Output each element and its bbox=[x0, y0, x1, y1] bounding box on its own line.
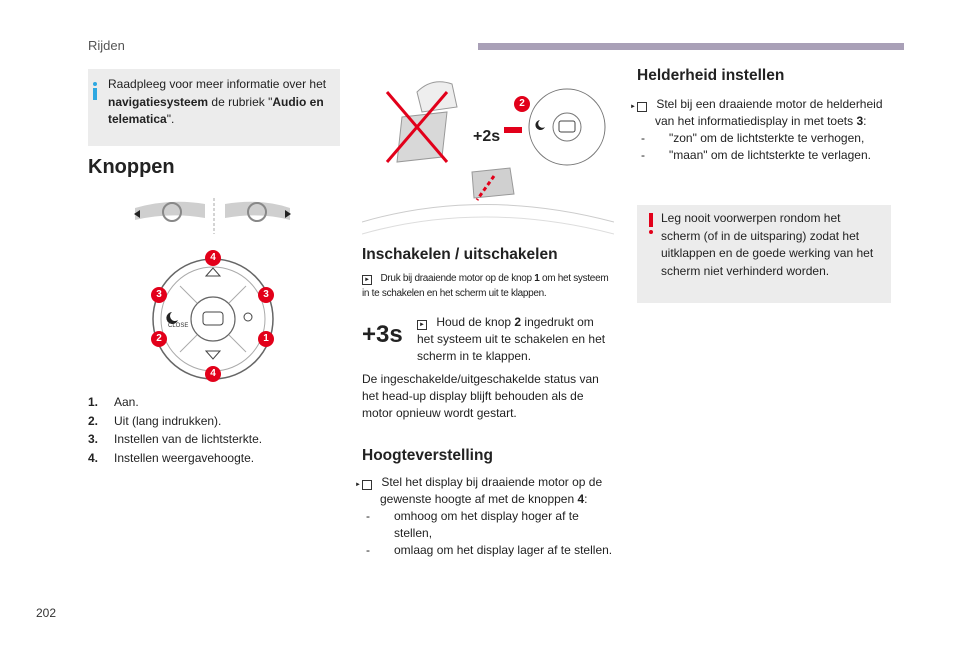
inschakelen-paragraph: De ingeschakelde/uitgeschakelde status v… bbox=[362, 372, 599, 420]
section-title-knoppen: Knoppen bbox=[88, 156, 175, 178]
button-list: 1.Aan. 2.Uit (lang indrukken). 3.Instell… bbox=[88, 393, 338, 467]
bullet-arrow-icon: ► bbox=[630, 102, 647, 112]
section-title-helderheid: Helderheid instellen bbox=[637, 67, 785, 84]
list-item: 3.Instellen van de lichtsterkte. bbox=[88, 432, 263, 447]
knob-badge-1: 1 bbox=[258, 331, 274, 347]
bullet-arrow-icon: ► bbox=[355, 480, 372, 490]
knob-badge-4-bottom: 4 bbox=[205, 366, 221, 382]
helderheid-sub-1: -"zon" om de lichtsterkte te verhogen, bbox=[641, 131, 865, 145]
info-icon bbox=[92, 82, 98, 100]
section-label: Rijden bbox=[88, 38, 125, 53]
warning-box bbox=[637, 205, 891, 303]
inschakelen-bullet-2: ► Houd de knop 2 ingedrukt om het systee… bbox=[417, 315, 606, 363]
hold-2s-label: +2s bbox=[473, 128, 501, 145]
control-knob: CLOSE bbox=[148, 254, 278, 384]
warning-text: Leg nooit voorwerpen rondom het scherm (… bbox=[661, 211, 874, 278]
knob-badge-4-top: 4 bbox=[205, 250, 221, 266]
warning-icon bbox=[648, 213, 654, 235]
page-number: 202 bbox=[36, 606, 57, 620]
info-box bbox=[88, 69, 340, 146]
steering-wheel-illustration bbox=[134, 198, 291, 234]
bullet-arrow-icon: ► bbox=[362, 275, 372, 285]
hoogte-sub-1: -omhoog om het display hoger af te stell… bbox=[366, 509, 579, 540]
inschakelen-bullet-1: ► Druk bij draaiende motor op de knop 1 … bbox=[362, 273, 609, 299]
section-title-inschakelen: Inschakelen / uitschakelen bbox=[362, 246, 558, 263]
header-accent-bar bbox=[478, 43, 904, 50]
knob-badge-2: 2 bbox=[151, 331, 167, 347]
hud-illustration bbox=[362, 81, 614, 235]
hoogte-bullet: ► Stel het display bij draaiende motor o… bbox=[355, 474, 620, 559]
knob-badge-3-left: 3 bbox=[151, 287, 167, 303]
list-item: 2.Uit (lang indrukken). bbox=[88, 413, 222, 428]
info-text: Raadpleeg voor meer informatie over het … bbox=[108, 77, 327, 126]
section-title-hoogte: Hoogteverstelling bbox=[362, 447, 493, 464]
list-item: 1.Aan. bbox=[88, 395, 139, 409]
hold-3s-label: +3s bbox=[362, 321, 403, 348]
hoogte-sub-2: -omlaag om het display lager af te stell… bbox=[366, 543, 613, 557]
knob-badge-3-right: 3 bbox=[258, 287, 274, 303]
close-label: CLOSE bbox=[168, 323, 189, 329]
hud-badge-2: 2 bbox=[514, 96, 530, 112]
helderheid-bullet: ► Stel bij een draaiende motor de helder… bbox=[630, 96, 897, 164]
helderheid-sub-2: -"maan" om de lichtsterkte te verlagen. bbox=[641, 148, 871, 162]
list-item: 4.Instellen weergavehoogte. bbox=[88, 450, 255, 465]
bullet-arrow-icon: ► bbox=[417, 320, 427, 330]
